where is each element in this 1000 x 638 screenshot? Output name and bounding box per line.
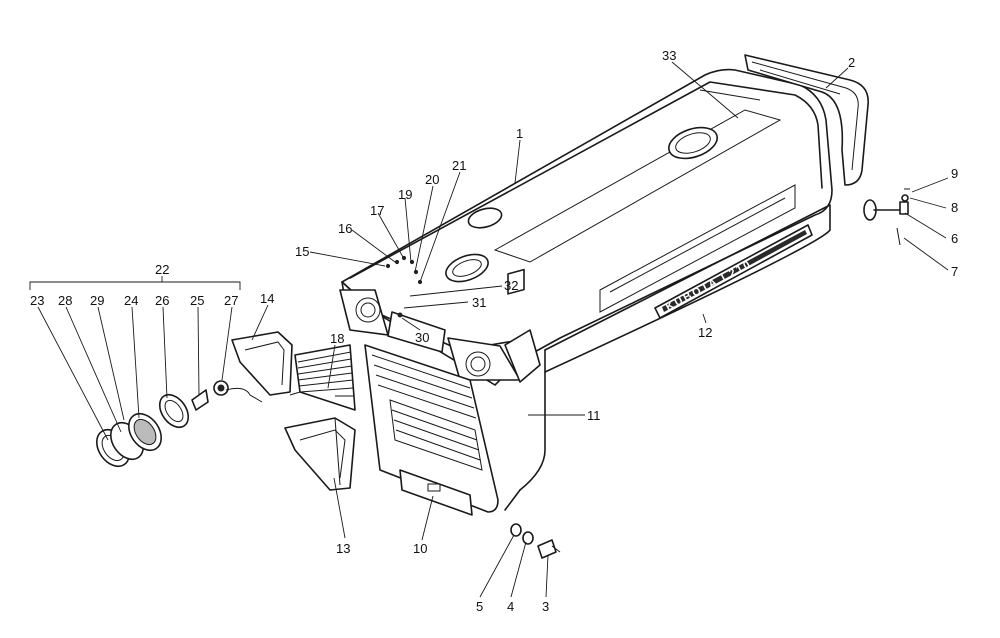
dashboard-screws: [385, 255, 423, 318]
label-11: 11: [587, 408, 601, 423]
label-29: 29: [90, 293, 104, 308]
label-18: 18: [330, 331, 344, 346]
label-25: 25: [190, 293, 204, 308]
lamp-assembly: [95, 380, 263, 468]
bonnet-hood: [339, 68, 833, 516]
label-17: 17: [370, 203, 384, 218]
label-30: 30: [415, 330, 429, 345]
label-22: 22: [155, 262, 169, 277]
label-4: 4: [507, 599, 514, 614]
label-21: 21: [452, 158, 466, 173]
label-14: 14: [260, 291, 274, 306]
label-9: 9: [951, 166, 958, 181]
leader-lines: [29, 61, 949, 598]
label-8: 8: [951, 200, 958, 215]
label-27: 27: [224, 293, 238, 308]
label-16: 16: [338, 221, 352, 236]
rubber-seal: [744, 54, 869, 186]
label-10: 10: [413, 541, 427, 556]
grille-insert: [289, 344, 356, 411]
upper-air-funnel: [231, 331, 293, 396]
label-31: 31: [472, 295, 486, 310]
hood-latch-parts: [863, 188, 910, 246]
label-33: 33: [662, 48, 676, 63]
label-20: 20: [425, 172, 439, 187]
label-1: 1: [516, 126, 523, 141]
part-labels: 1 2 33 9 8 6 7 11 12 18 14 13 10 5 4 3 1…: [30, 48, 958, 614]
label-3: 3: [542, 599, 549, 614]
label-13: 13: [336, 541, 350, 556]
label-6: 6: [951, 231, 958, 246]
label-15: 15: [295, 244, 309, 259]
label-26: 26: [155, 293, 169, 308]
label-12: 12: [698, 325, 712, 340]
lower-air-funnel: [284, 417, 356, 491]
label-23: 23: [30, 293, 44, 308]
hardware-bolt-washers: [510, 523, 561, 559]
label-7: 7: [951, 264, 958, 279]
label-24: 24: [124, 293, 138, 308]
label-28: 28: [58, 293, 72, 308]
label-5: 5: [476, 599, 483, 614]
label-32: 32: [504, 278, 518, 293]
label-2: 2: [848, 55, 855, 70]
label-19: 19: [398, 187, 412, 202]
